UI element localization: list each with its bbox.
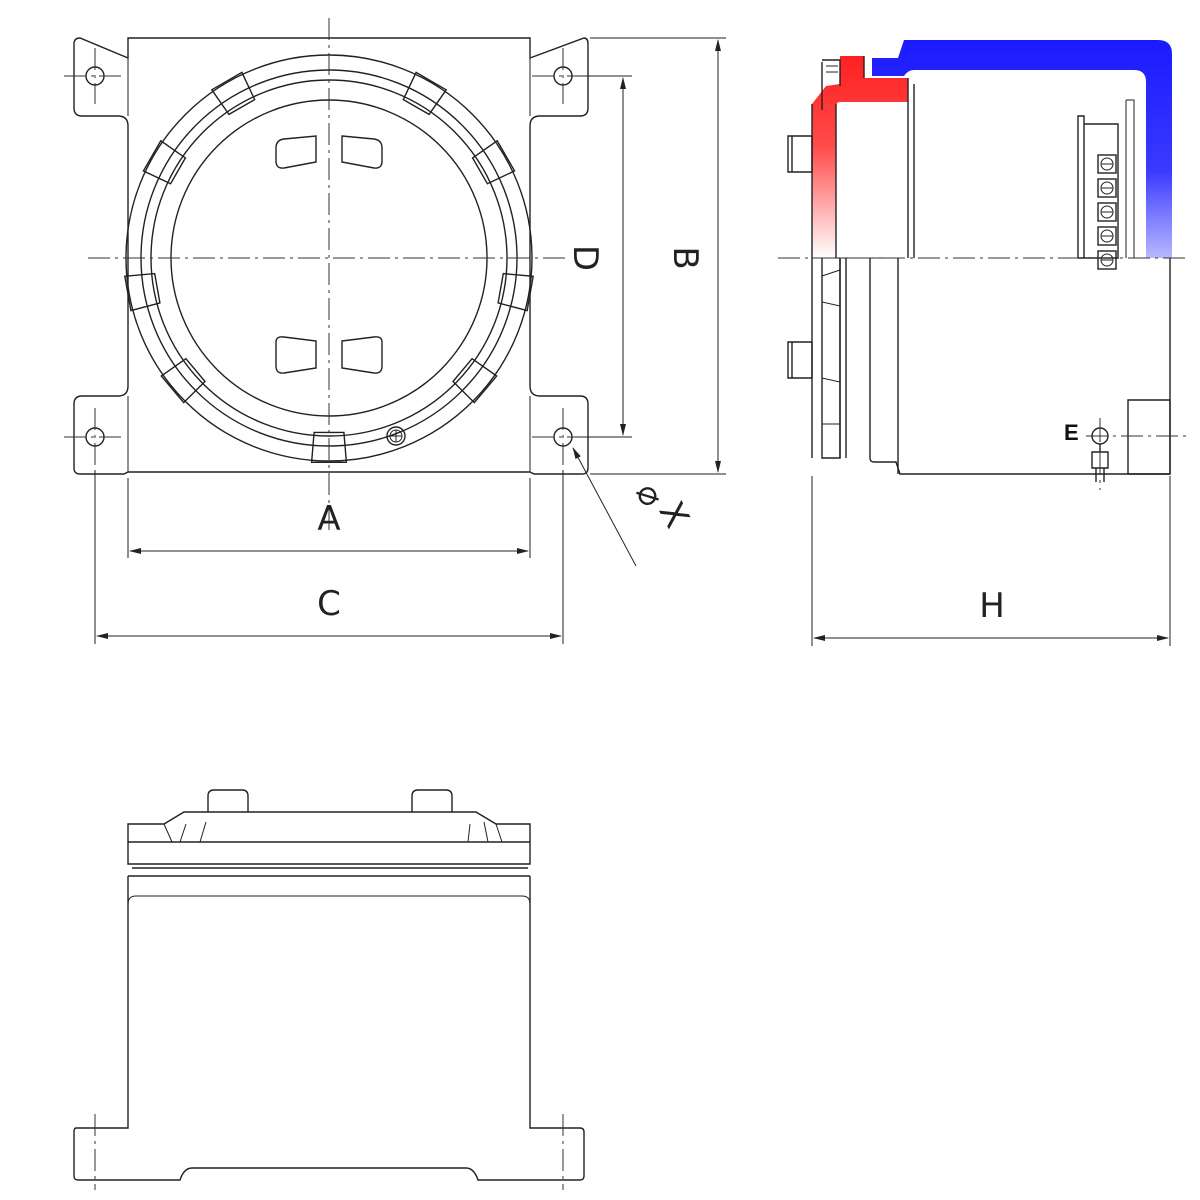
hole-diameter-leader [572,447,637,567]
lid-section-red [812,56,908,258]
locking-lug [123,272,161,312]
terminal-block [1077,115,1119,270]
earth-terminal [1086,399,1190,490]
locking-lug [160,357,206,404]
dimension-label-a: A [317,499,340,539]
terminal-slot [1097,226,1117,246]
dimension-label-b: B [665,246,705,269]
earth-label-e: E [1064,420,1079,445]
dimension-label-c: C [317,584,341,624]
elevation-body [73,876,585,1181]
locking-lug [402,71,448,116]
dimension-label-h: H [979,586,1005,626]
locking-lug [497,272,535,312]
locking-lug [471,139,516,185]
cover-nut-top [787,135,813,173]
cover-nut-bottom [787,341,813,379]
elevation-view [73,789,585,1190]
top-boss-left [207,789,249,812]
side-view: E H [778,40,1190,646]
dimension-label-d: D [565,245,605,271]
terminal-slot [1097,154,1117,174]
front-view: A C D B ⌀ X [64,18,726,644]
top-boss-right [411,789,453,812]
locking-lug [210,71,256,116]
terminal-slot [1097,202,1117,222]
wrench-slots [275,135,383,374]
lid-screw [386,426,406,446]
terminal-slot [1097,178,1117,198]
lid-locking-lugs [123,71,535,463]
locking-lug [452,357,498,404]
body-section-blue [872,40,1172,258]
locking-lug [142,139,187,185]
locking-lug [310,431,348,463]
terminal-slot [1097,250,1117,270]
mounting-holes [64,48,594,466]
